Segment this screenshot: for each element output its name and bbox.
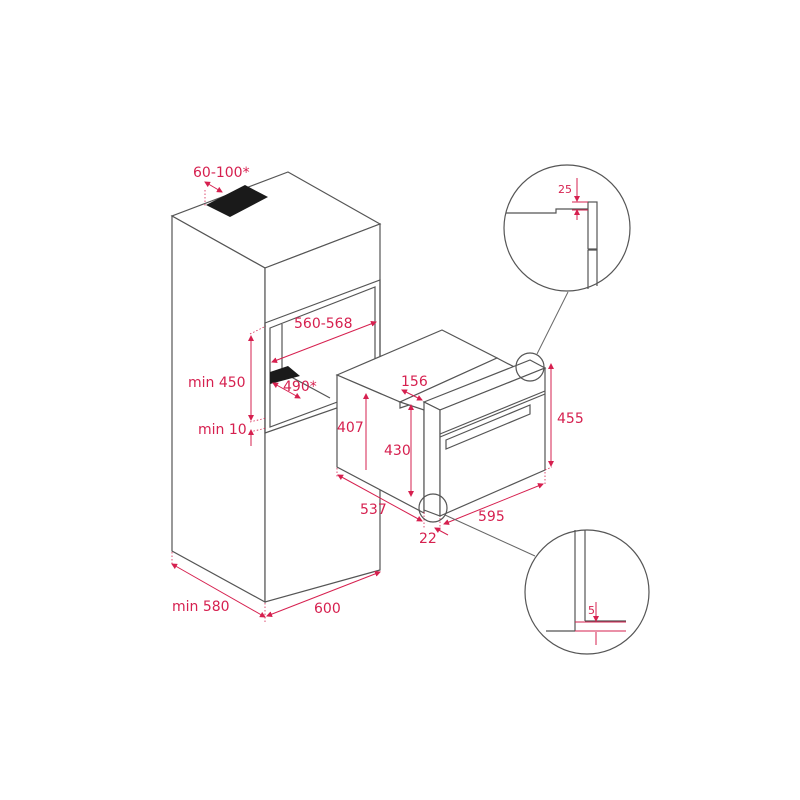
oven-front-side	[423, 401, 441, 517]
label-depth: 537	[360, 502, 387, 518]
label-niche-height: min 450	[188, 375, 246, 391]
label-niche-width: 560-568	[294, 316, 353, 332]
top-detail: 25	[503, 164, 631, 292]
label-bottom-gap: min 10	[198, 422, 247, 438]
oven	[335, 329, 547, 517]
label-cabinet-depth: min 580	[172, 599, 230, 615]
callout-bottom-marker	[418, 493, 448, 523]
label-body-height: 430	[384, 443, 411, 459]
label-door-thickness: 22	[419, 531, 437, 547]
label-total-height: 455	[557, 411, 584, 427]
label-top-vent: 60-100*	[193, 165, 250, 181]
label-bottom-detail: 5	[588, 604, 595, 617]
label-top-detail: 25	[558, 183, 572, 196]
label-niche-vent: 490*	[283, 379, 317, 395]
label-top-step: 156	[401, 374, 428, 390]
oven-dimensions: 156 407 430 455 537 595 22	[336, 363, 584, 547]
label-front-width: 595	[478, 509, 505, 525]
bottom-detail: 5	[524, 529, 650, 655]
label-cabinet-width: 600	[314, 601, 341, 617]
callout-top-marker	[515, 352, 545, 382]
detail-callouts: 25 5	[418, 164, 650, 655]
top-vent-slot	[206, 185, 268, 217]
oven-control-strip-edge	[439, 393, 546, 438]
cabinet-dimensions: 60-100* 560-568 490* min 450 min 10 min …	[171, 165, 381, 622]
oven-door-handle	[445, 404, 531, 450]
label-rear-height: 407	[337, 420, 364, 436]
niche-vent-slot	[270, 366, 300, 384]
